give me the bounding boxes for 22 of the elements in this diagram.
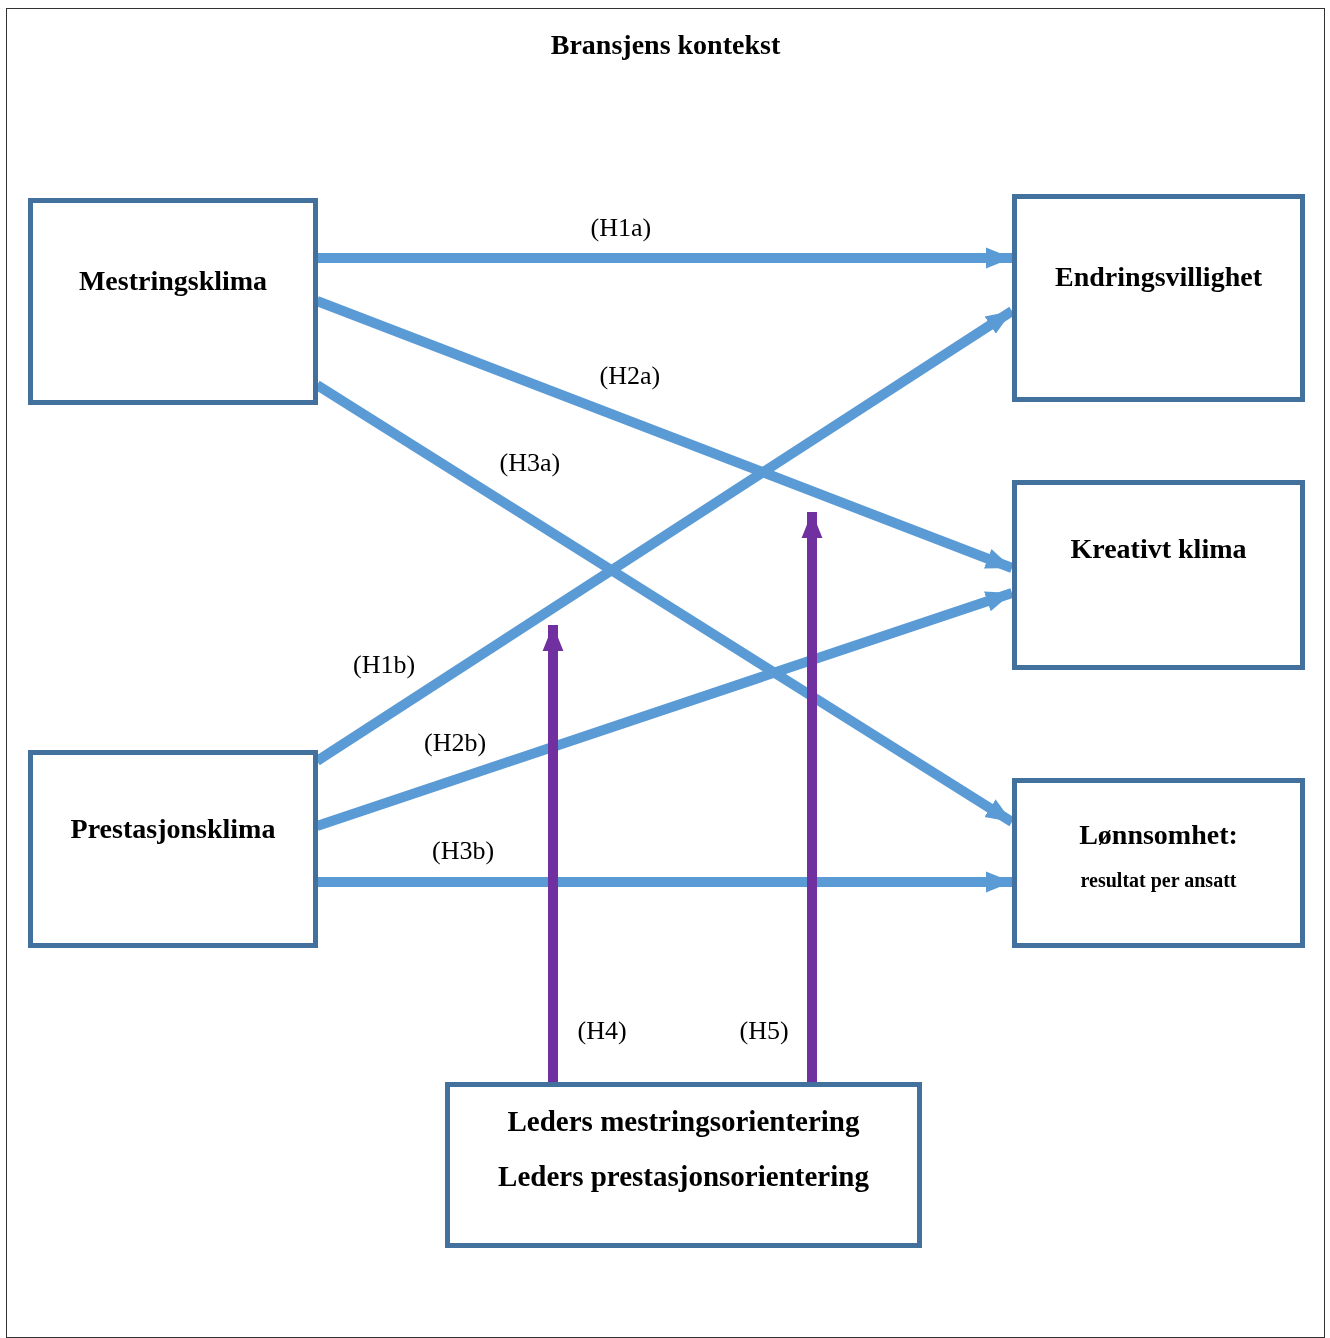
arrow [315,296,1014,573]
arrow [315,588,1014,831]
box-title: Mestringsklima [77,265,269,297]
box-title: Leders mestringsorientering [506,1105,861,1138]
box-title: Prestasjonsklima [69,813,277,845]
concept-box [445,1082,922,1248]
concept-box [1012,194,1305,402]
concept-box [28,750,318,948]
concept-box [1012,480,1305,670]
context-frame [6,8,1325,1338]
box-subtitle: resultat per ansatt [1079,869,1238,892]
concept-box [1012,778,1305,948]
arrow [801,512,823,1082]
arrow [317,247,1012,269]
box-title: Kreativt klima [1069,533,1248,565]
frame-title: Bransjens kontekst [549,29,782,61]
arrow [542,625,564,1082]
box-title: Lønnsomhet: [1078,819,1239,851]
arrow [317,871,1012,893]
box-subtitle: Leders prestasjonsorientering [497,1160,870,1193]
box-title: Endringsvillighet [1054,261,1263,293]
concept-box [28,198,318,405]
